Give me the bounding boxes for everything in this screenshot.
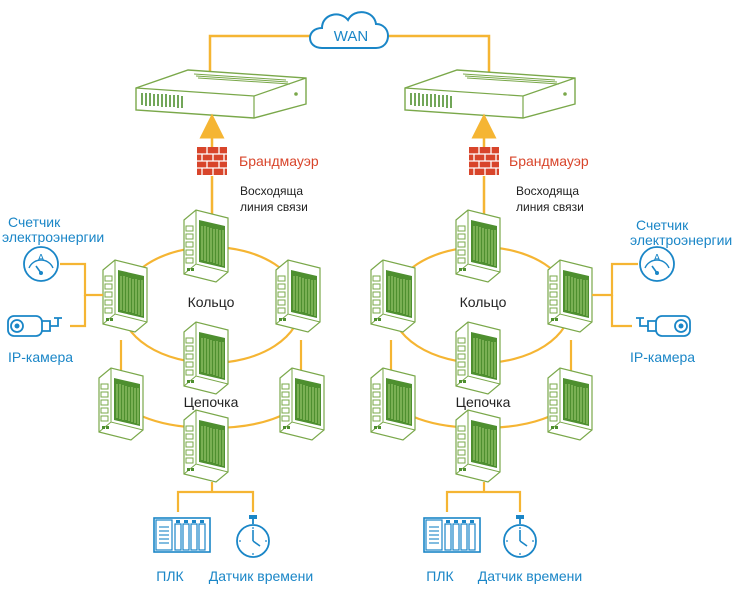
chain-label: Цепочка — [184, 394, 239, 410]
meter-icon — [23, 246, 59, 282]
switch-icon[interactable] — [98, 367, 144, 441]
switch-icon[interactable] — [370, 259, 416, 333]
timer-label: Датчик времени — [478, 568, 582, 584]
firewall-label: Брандмауэр — [239, 153, 319, 169]
firewall-label: Брандмауэр — [509, 153, 589, 169]
plc-icon — [153, 517, 211, 553]
plc-label: ПЛК — [426, 568, 454, 584]
switch-icon[interactable] — [455, 209, 501, 283]
stopwatch-icon — [503, 514, 537, 558]
switch-icon[interactable] — [102, 259, 148, 333]
uplink-label: линия связи — [516, 200, 584, 214]
switch-icon[interactable] — [279, 367, 325, 441]
uplink-label: линия связи — [240, 200, 308, 214]
router-icon[interactable] — [135, 69, 307, 119]
left-network: Брандмауэр Восходяща линия связи Кольцо … — [2, 113, 325, 584]
switch-icon[interactable] — [183, 409, 229, 483]
chain-label: Цепочка — [456, 394, 511, 410]
meter-label: Счетчик — [636, 217, 689, 233]
cloud-icon — [309, 11, 389, 49]
uplink-label: Восходяща — [240, 184, 303, 198]
switch-icon[interactable] — [275, 259, 321, 333]
ip-camera-icon — [635, 315, 691, 337]
ring-label: Кольцо — [460, 294, 507, 310]
stopwatch-icon — [236, 514, 270, 558]
switch-icon[interactable] — [455, 321, 501, 395]
meter-icon — [639, 246, 675, 282]
switch-icon[interactable] — [455, 409, 501, 483]
switch-icon[interactable] — [547, 367, 593, 441]
uplink-label: Восходяща — [516, 184, 579, 198]
firewall-icon — [468, 146, 500, 176]
switch-icon[interactable] — [183, 321, 229, 395]
right-network: Брандмауэр Восходяща линия связи Кольцо … — [370, 113, 732, 584]
switch-icon[interactable] — [547, 259, 593, 333]
camera-label: IP-камера — [8, 349, 73, 365]
switch-icon[interactable] — [370, 367, 416, 441]
router-icon[interactable] — [404, 69, 576, 119]
meter-label: электроэнергии — [2, 229, 104, 245]
wan-label: WAN — [334, 28, 368, 45]
ring-label: Кольцо — [188, 294, 235, 310]
meter-label: Счетчик — [8, 214, 61, 230]
switch-icon[interactable] — [183, 209, 229, 283]
plc-label: ПЛК — [156, 568, 184, 584]
plc-icon — [423, 517, 481, 553]
camera-label: IP-камера — [630, 349, 695, 365]
meter-label: электроэнергии — [630, 232, 732, 248]
firewall-icon — [196, 146, 228, 176]
wan-links — [208, 34, 491, 82]
timer-label: Датчик времени — [209, 568, 313, 584]
ip-camera-icon — [7, 315, 63, 337]
